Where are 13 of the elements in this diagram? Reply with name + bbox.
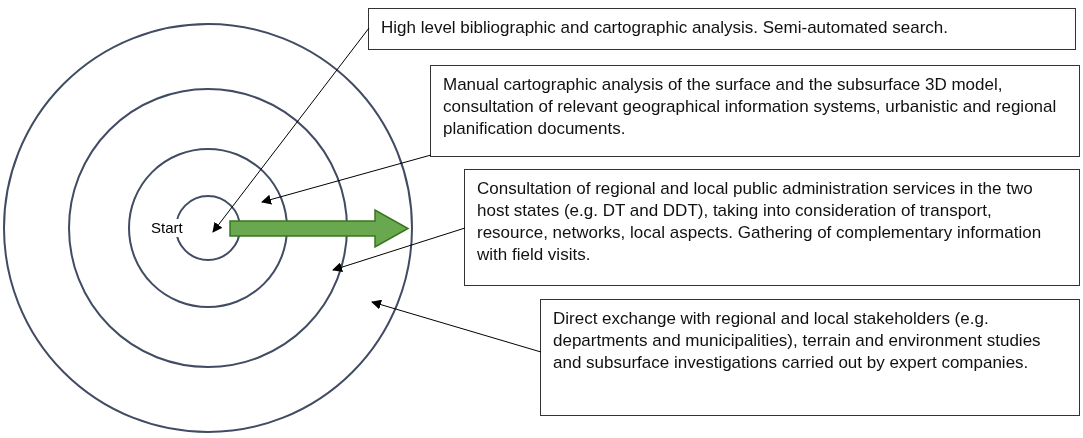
description-text: High level bibliographic and cartographic analysis. Semi-automated search. <box>381 18 948 37</box>
description-text: Consultation of regional and local public administration services in the two host states (e.g. DT and DDT), taking into consideration of transport, resource, networks, local aspects. Gathering of complementary information with field visits. <box>477 179 1042 264</box>
leader-line <box>332 227 466 273</box>
leader-line <box>371 299 542 353</box>
description-text: Direct exchange with regional and local stakeholders (e.g. departments and municipalities), terrain and environment studies and subsurface investigations carried out by expert companies. <box>553 309 1041 372</box>
text-box <box>368 8 1076 50</box>
leader-line <box>261 154 432 205</box>
text-box <box>430 65 1080 157</box>
description-text: Manual cartographic analysis of the surface and the subsurface 3D model, consultation of relevant geographical information systems, urbanistic and regional planification documents. <box>443 75 1057 138</box>
leader-line <box>212 27 370 233</box>
start-label: Start <box>151 219 183 237</box>
text-box <box>464 169 1080 286</box>
text-box <box>540 299 1080 416</box>
